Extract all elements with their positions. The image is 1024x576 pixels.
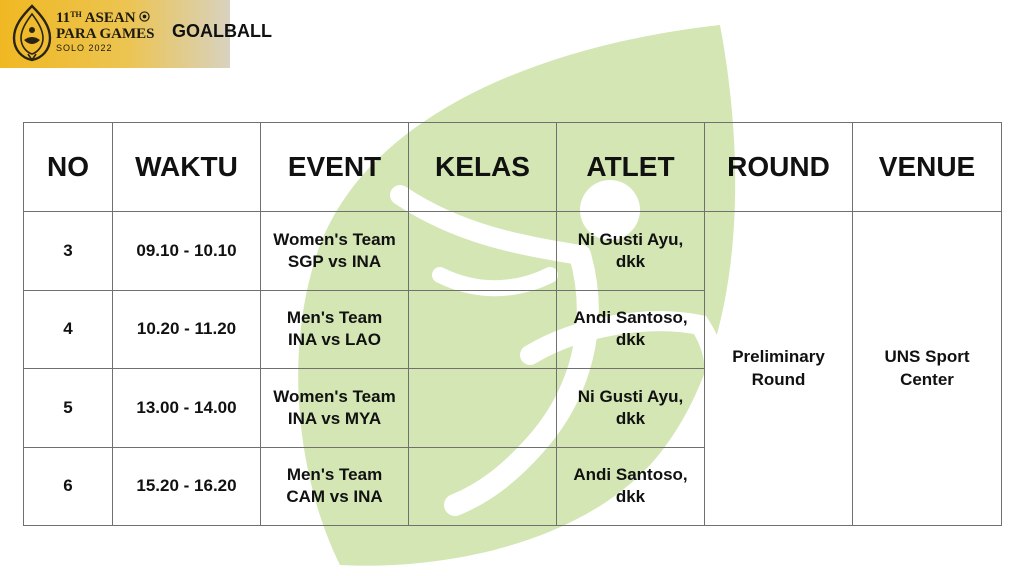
edition-suffix: TH (70, 10, 82, 19)
column-header-waktu: WAKTU (112, 122, 261, 212)
table-row: 5 13.00 - 14.00 Women's Team INA vs MYA … (23, 368, 1002, 448)
sport-title: GOALBALL (172, 21, 272, 41)
table-row: 6 15.20 - 16.20 Men's Team CAM vs INA An… (23, 446, 1002, 526)
cell-waktu: 09.10 - 10.10 (112, 211, 261, 291)
games-wordmark: 11TH ASEAN PARA GAMES SOLO 2022 (56, 11, 154, 53)
cell-waktu: 10.20 - 11.20 (112, 289, 261, 369)
cell-atlet: Ni Gusti Ayu, dkk (556, 211, 705, 291)
cell-kelas (408, 446, 557, 526)
table-row: 3 09.10 - 10.10 Women's Team SGP vs INA … (23, 211, 1002, 526)
table-row: 4 10.20 - 11.20 Men's Team INA vs LAO An… (23, 289, 1002, 369)
cell-waktu: 15.20 - 16.20 (112, 446, 261, 526)
column-header-round: ROUND (704, 122, 853, 212)
column-header-kelas: KELAS (408, 122, 557, 212)
cell-event: Men's Team CAM vs INA (260, 446, 409, 526)
cell-event: Women's Team SGP vs INA (260, 211, 409, 291)
cell-event: Women's Team INA vs MYA (260, 368, 409, 448)
crest-icon (139, 11, 150, 22)
cell-kelas (408, 368, 557, 448)
column-header-event: EVENT (260, 122, 409, 212)
header-band: 11TH ASEAN PARA GAMES SOLO 2022 (0, 0, 230, 68)
cell-kelas (408, 289, 557, 369)
games-emblem-icon (12, 4, 52, 62)
cell-waktu: 13.00 - 14.00 (112, 368, 261, 448)
cell-atlet: Ni Gusti Ayu, dkk (556, 368, 705, 448)
cell-no: 4 (23, 289, 113, 369)
column-header-atlet: ATLET (556, 122, 705, 212)
cell-event: Men's Team INA vs LAO (260, 289, 409, 369)
column-header-no: NO (23, 122, 113, 212)
cell-round: Preliminary Round (704, 211, 853, 526)
cell-no: 3 (23, 211, 113, 291)
table-header-row: NO WAKTU EVENT KELAS ATLET ROUND VENUE (23, 122, 1002, 212)
cell-no: 5 (23, 368, 113, 448)
cell-no: 6 (23, 446, 113, 526)
wordmark-asean: ASEAN (84, 10, 136, 26)
schedule-table: NO WAKTU EVENT KELAS ATLET ROUND VENUE 3… (23, 122, 1002, 526)
cell-kelas (408, 211, 557, 291)
cell-venue: UNS Sport Center (852, 211, 1002, 526)
wordmark-location-year: SOLO 2022 (56, 43, 113, 53)
cell-atlet: Andi Santoso, dkk (556, 446, 705, 526)
cell-atlet: Andi Santoso, dkk (556, 289, 705, 369)
edition-number: 11 (56, 10, 71, 26)
column-header-venue: VENUE (852, 122, 1002, 212)
wordmark-para-games: PARA GAMES (56, 26, 155, 42)
